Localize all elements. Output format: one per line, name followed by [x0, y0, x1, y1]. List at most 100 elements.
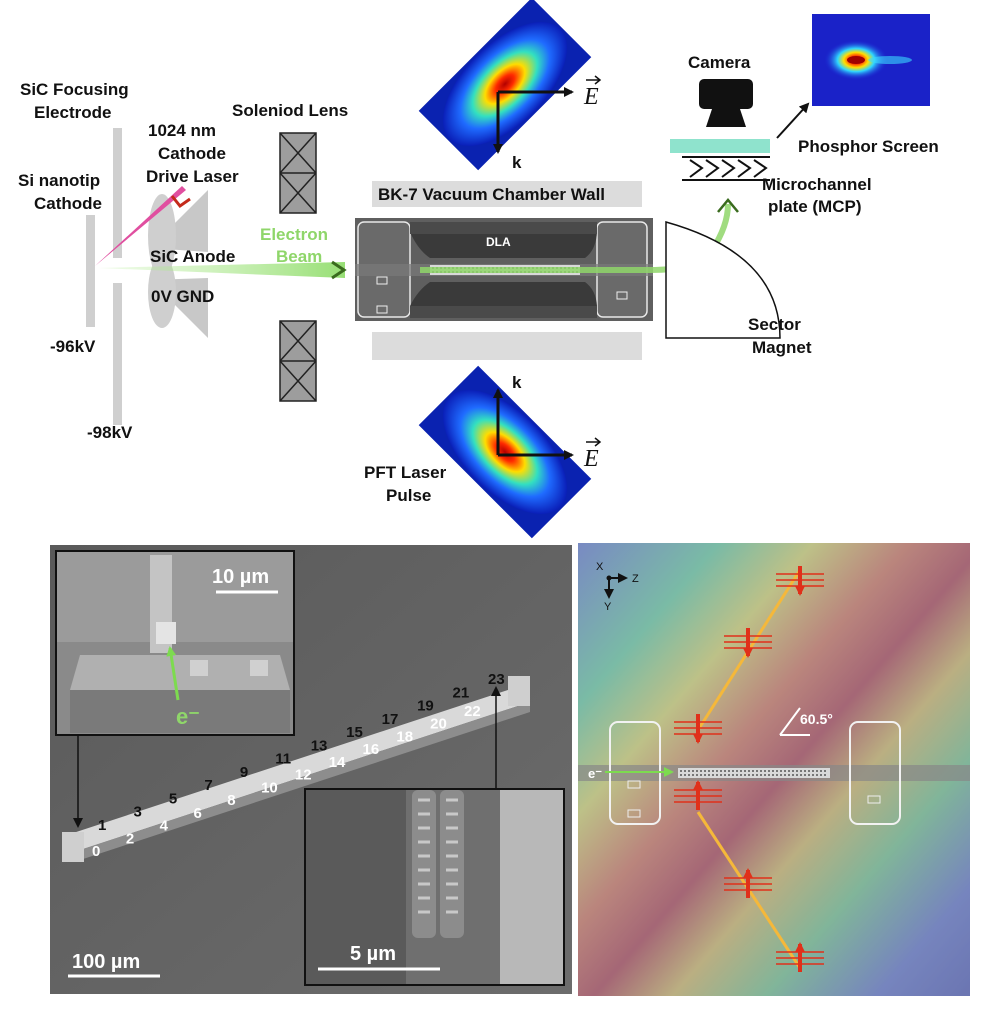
bar-number: 6: [193, 805, 201, 822]
upper-field-axes: [493, 87, 574, 154]
camera-icon: [699, 79, 753, 127]
drive-laser-mirror: [170, 195, 191, 209]
k-label-lower: k: [512, 373, 522, 392]
electron-arrow-inset: [166, 646, 180, 701]
bar-number: 20: [430, 716, 447, 733]
bar-number: 9: [240, 764, 248, 781]
e-field-symbol-lower: E: [583, 446, 599, 472]
polarization-marker: [724, 868, 772, 898]
cathode-plate: [86, 215, 95, 327]
vector-arrow-lower: [586, 437, 602, 447]
beam-label-1: Electron: [260, 225, 328, 244]
bar-number: 22: [464, 703, 481, 720]
mcp-label-2: plate (MCP): [768, 197, 862, 216]
camera-label: Camera: [688, 53, 751, 72]
schematic: E E k k SiC Focusing Electrode Si nanoti…: [18, 0, 939, 539]
mcp-label-1: Microchannel: [762, 175, 872, 194]
pft-label-1: PFT Laser: [364, 463, 447, 482]
polarization-markers: [674, 566, 824, 972]
polarization-marker: [674, 714, 722, 744]
bar-number: 8: [227, 792, 235, 809]
drive-laser-label-2: Cathode: [158, 144, 226, 163]
voltage-cathode: -96kV: [50, 337, 96, 356]
solenoid-lens-upper: [279, 132, 317, 214]
bar-number: 17: [382, 711, 399, 728]
bar-number: 15: [346, 724, 363, 741]
bar-number: 5: [169, 790, 177, 807]
bar-number: 1: [98, 817, 106, 834]
phosphor-image-arrow: [776, 102, 810, 139]
bar-number: 19: [417, 698, 434, 715]
e-field-symbol-upper: E: [583, 84, 599, 110]
sem-inset-top: [55, 550, 295, 736]
drive-laser-label-3: Drive Laser: [146, 167, 239, 186]
magnet-label-1: Sector: [748, 315, 801, 334]
xyz-axes: [604, 573, 628, 599]
cathode-label-1: Si nanotip: [18, 171, 100, 190]
gnd-label: 0V GND: [151, 287, 214, 306]
polarization-marker: [776, 566, 824, 596]
field-panel: X Z Y e⁻ 60.5°: [578, 543, 970, 996]
vector-arrow-upper: [586, 75, 602, 85]
field-electron-label: e⁻: [588, 766, 602, 781]
pft-pulse-lower: [418, 365, 592, 539]
axis-x: X: [596, 561, 604, 573]
drive-laser-label-1: 1024 nm: [148, 121, 216, 140]
chamber-wall-label-box: [372, 181, 642, 207]
angle-mark: [779, 707, 810, 736]
dla-bar-end-right: [508, 676, 530, 706]
voltage-focus: -98kV: [87, 423, 133, 442]
electron-label-inset: e⁻: [176, 704, 200, 729]
beam-label-2: Beam: [276, 247, 322, 266]
dla-bar-side: [74, 702, 530, 862]
polarization-marker: [776, 942, 824, 972]
bar-number: 12: [295, 767, 312, 784]
focusing-electrode-label-1: SiC Focusing: [20, 80, 129, 99]
axis-z: Z: [632, 573, 639, 585]
bar-number: 7: [204, 777, 212, 794]
phosphor-screen: [670, 139, 770, 153]
bar-number: 2: [126, 830, 134, 847]
cathode-label-2: Cathode: [34, 194, 102, 213]
beam-arrow-mcp: [717, 198, 739, 213]
lower-field-axes: [493, 388, 574, 460]
k-label-upper: k: [512, 153, 522, 172]
bar-number: 4: [160, 818, 169, 835]
scale-main: 100 µm: [72, 951, 140, 973]
bar-number: 18: [396, 728, 413, 745]
bar-number: 21: [453, 684, 470, 701]
bar-number: 11: [275, 751, 291, 768]
chamber-wall-lower: [372, 332, 642, 360]
bar-number: 10: [261, 779, 278, 796]
magnet-label-2: Magnet: [752, 338, 812, 357]
phosphor-image: [812, 14, 930, 106]
pft-pulse-upper: [418, 0, 592, 171]
dla-label: DLA: [486, 235, 511, 249]
angle-label: 60.5°: [800, 711, 833, 727]
beam-arrowhead: [331, 260, 347, 280]
focusing-electrode-label-2: Electrode: [34, 103, 111, 122]
mcp-channels: [689, 159, 768, 178]
bar-number: 23: [488, 671, 505, 688]
bar-number: 16: [363, 741, 380, 758]
scale-inset-bottom: 5 µm: [350, 943, 396, 965]
dla-bar-top: [64, 686, 530, 852]
focusing-electrode-top: [113, 128, 122, 258]
bar-number: 0: [92, 843, 100, 860]
field-dla-outline: [578, 721, 970, 825]
sector-magnet: [665, 221, 781, 339]
axis-y: Y: [604, 601, 612, 613]
electron-beam: [98, 262, 345, 278]
bar-number: 3: [133, 804, 141, 821]
solenoid-lens-lower: [279, 320, 317, 402]
sem-inset-bottom: [304, 788, 565, 986]
anode-label: SiC Anode: [150, 247, 235, 266]
chamber-wall-label: BK-7 Vacuum Chamber Wall: [378, 185, 605, 204]
phosphor-label: Phosphor Screen: [798, 137, 939, 156]
focusing-electrode-bottom: [113, 283, 122, 425]
pft-label-2: Pulse: [386, 486, 431, 505]
